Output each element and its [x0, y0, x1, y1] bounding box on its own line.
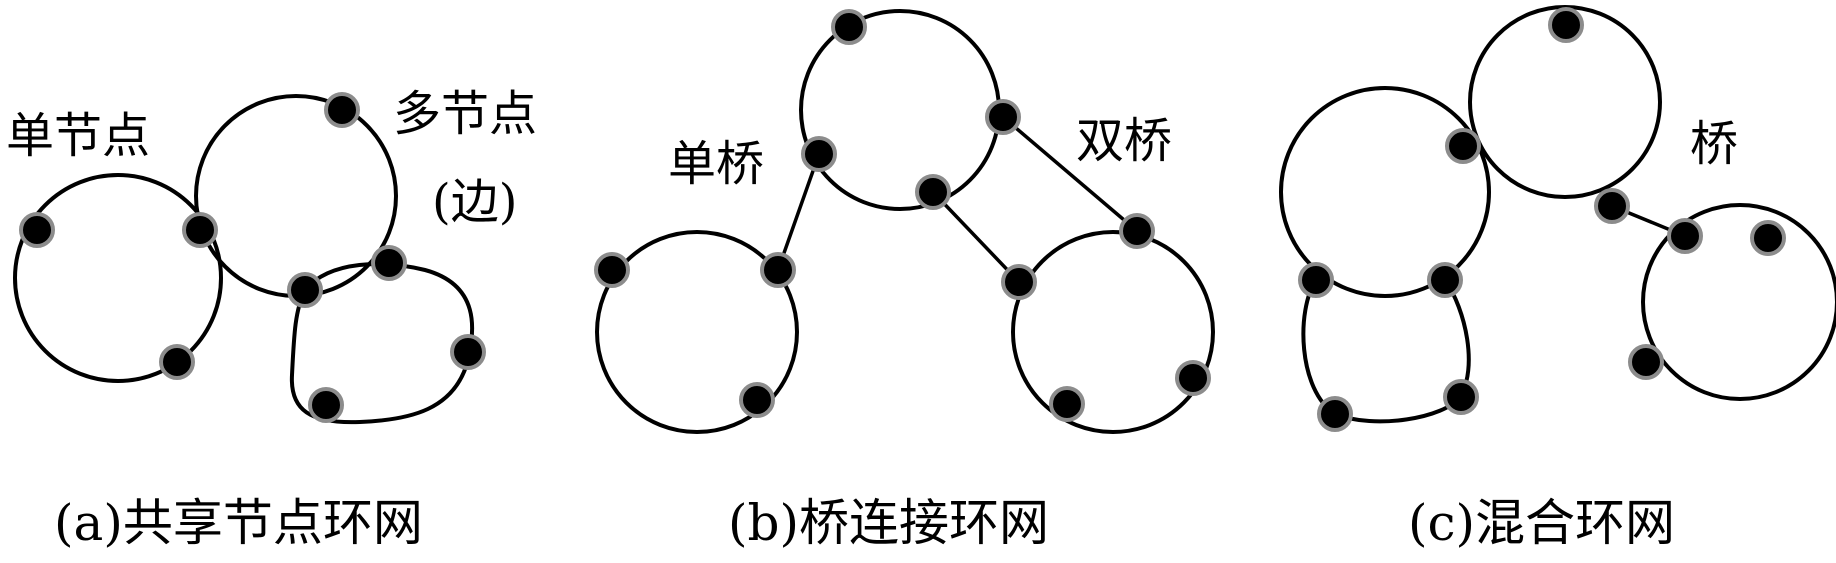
panel-c-node [1317, 396, 1353, 432]
panel-a-node [159, 344, 195, 380]
panel-c-label-bridge: 桥 [1690, 116, 1738, 172]
panel-b-ring-left [595, 230, 799, 434]
panel-b-double-bridge-line [1001, 115, 1139, 233]
panel-a-ring-left [13, 173, 223, 383]
panel-b-bridge-node [1119, 213, 1155, 249]
panel-a-shared-node-ring: 单节点 多节点 (边) (a)共享节点环网 [6, 86, 537, 552]
panel-a-node [19, 212, 55, 248]
panel-c-node [1443, 379, 1479, 415]
panel-a-node [450, 334, 486, 370]
panel-c-bridge-node [1667, 218, 1703, 254]
panel-c-caption: (c)混合环网 [1408, 494, 1675, 552]
panel-b-node [594, 252, 630, 288]
panel-a-label-edge: (边) [432, 174, 517, 230]
panel-a-node [308, 387, 344, 423]
panel-b-bridge-node [985, 99, 1021, 135]
panel-c-bridge-node [1594, 188, 1630, 224]
panel-b-label-double-bridge: 双桥 [1076, 113, 1172, 169]
panel-a-shared-edge-node [287, 272, 323, 308]
panel-b-bridge-node [760, 252, 796, 288]
panel-b-single-bridge [776, 153, 821, 271]
panel-c-ring-right [1641, 203, 1836, 401]
panel-a-node [324, 92, 360, 128]
panel-a-caption: (a)共享节点环网 [54, 494, 423, 552]
panel-c-ring-top [1468, 5, 1662, 199]
panel-c-shared-node [1445, 128, 1481, 164]
panel-b-node [1175, 360, 1211, 396]
panel-b-bridge-node [801, 136, 837, 172]
panel-b-ring-right [1011, 230, 1215, 434]
panel-c-ring-left [1279, 86, 1491, 298]
panel-a-label-multi-node: 多节点 [393, 86, 537, 142]
panel-a-shared-node [182, 212, 218, 248]
panel-b-label-single-bridge: 单桥 [668, 136, 764, 192]
panel-b-node [1049, 386, 1085, 422]
panel-c-hybrid-ring: 桥 (c)混合环网 [1279, 5, 1836, 552]
panel-b-bridge-node [1001, 264, 1037, 300]
panel-c-node [1628, 344, 1664, 380]
panel-c-ring-bottom [1301, 278, 1471, 424]
panel-b-node [831, 9, 867, 45]
panel-b-caption: (b)桥连接环网 [728, 494, 1049, 552]
panel-a-shared-edge-node [371, 245, 407, 281]
panel-a-label-single-node: 单节点 [6, 108, 150, 164]
panel-c-node [1548, 7, 1584, 43]
panel-c-shared-edge-node [1427, 262, 1463, 298]
panel-c-shared-edge-node [1298, 262, 1334, 298]
panel-c-node [1750, 220, 1786, 256]
panel-b-bridge-node [915, 174, 951, 210]
panel-a-ring-bottom [289, 262, 475, 425]
panel-b-bridge-ring: 单桥 双桥 (b)桥连接环网 [594, 9, 1215, 552]
panel-b-node [739, 382, 775, 418]
panel-b-double-bridge-line [931, 190, 1021, 284]
panel-b-ring-top [799, 9, 1001, 211]
